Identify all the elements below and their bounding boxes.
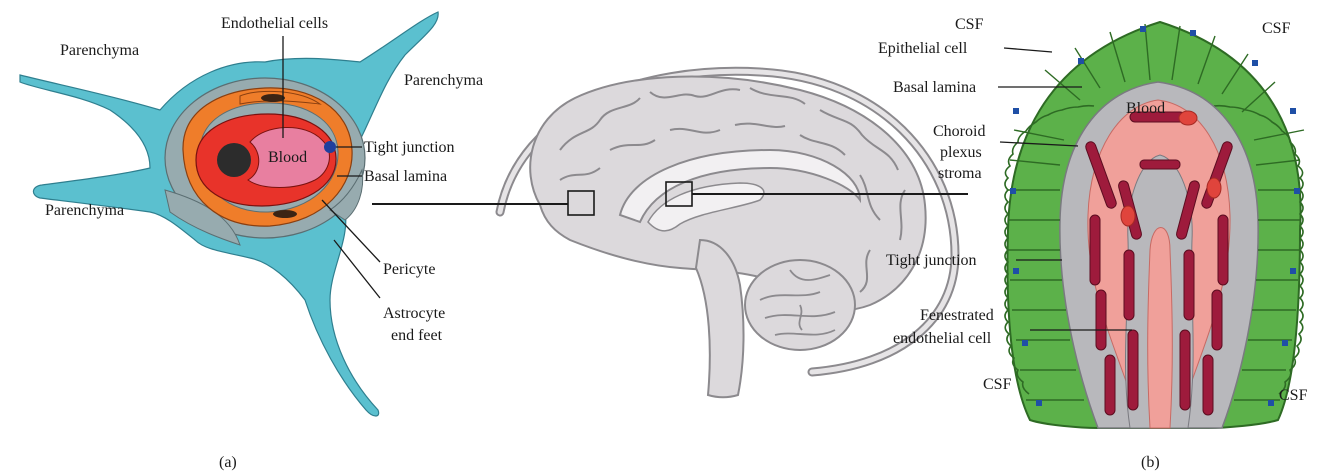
label-endothelial-cells: Endothelial cells [221, 15, 328, 32]
label-fenestrated-line2: endothelial cell [893, 330, 992, 347]
label-parenchyma-top-right: Parenchyma [404, 72, 483, 89]
label-parenchyma-left: Parenchyma [45, 202, 124, 219]
brain-sagittal-section [372, 71, 968, 397]
label-basal-lamina-b: Basal lamina [893, 79, 976, 96]
label-tight-junction-b: Tight junction [886, 252, 977, 269]
endothelial-nucleus [217, 143, 251, 177]
label-fenestrated-line1: Fenestrated [920, 307, 994, 324]
label-epithelial-cell: Epithelial cell [878, 40, 968, 57]
label-blood-b: Blood [1126, 100, 1165, 117]
label-tight-junction-a: Tight junction [364, 139, 455, 156]
label-stroma-line3: stroma [938, 165, 982, 182]
label-pericyte: Pericyte [383, 261, 435, 278]
tight-junction-dot [324, 141, 336, 153]
label-basal-lamina-a: Basal lamina [364, 168, 447, 185]
label-stroma-line1: Choroid [933, 123, 985, 140]
label-blood-a: Blood [268, 149, 307, 166]
label-astrocyte-line2: end feet [391, 327, 443, 344]
panel-b-choroid-plexus: CSF CSF Epithelial cell Basal lamina Blo… [878, 16, 1308, 471]
panel-a-neurovascular-unit: Parenchyma Parenchyma Parenchyma Endothe… [20, 12, 483, 471]
caption-b: (b) [1141, 454, 1160, 471]
label-parenchyma-top-left: Parenchyma [60, 42, 139, 59]
label-stroma-line2: plexus [940, 144, 982, 161]
caption-a: (a) [219, 454, 237, 471]
label-astrocyte-line1: Astrocyte [383, 305, 445, 322]
label-csf-bottom-left: CSF [983, 376, 1012, 393]
label-csf-bottom-right: CSF [1279, 387, 1308, 404]
label-csf-top-left: CSF [955, 16, 984, 33]
label-csf-top-right: CSF [1262, 20, 1291, 37]
